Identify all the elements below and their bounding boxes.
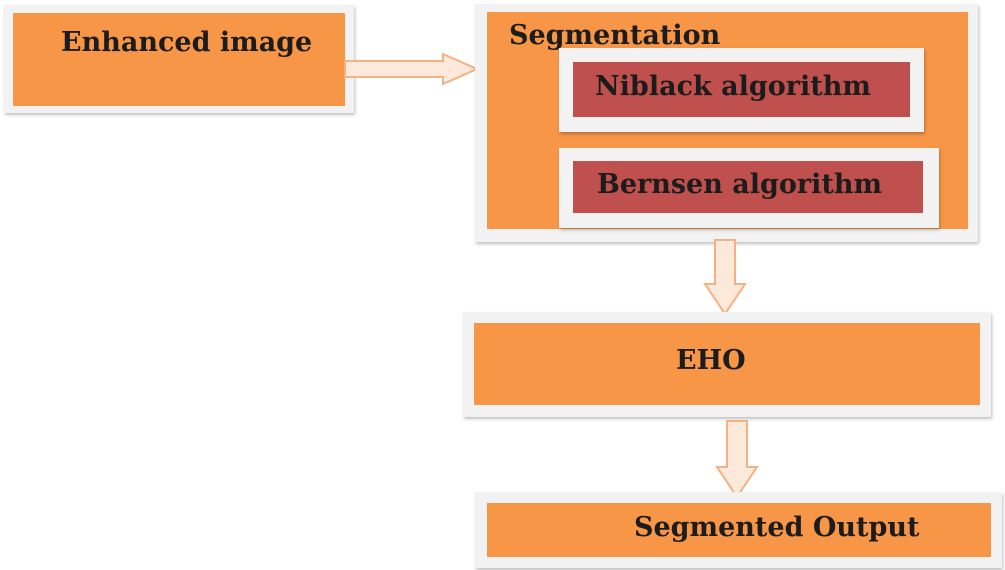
eho-box: EHO [474,323,980,405]
eho-label: EHO [676,345,746,376]
enhanced-image-node: Enhanced image [4,5,354,113]
bernsen-box: Bernsen algorithm [573,161,923,213]
bernsen-frame: Bernsen algorithm [559,148,939,228]
bernsen-label: Bernsen algorithm [597,169,883,200]
enhanced-image-label: Enhanced image [61,27,313,58]
segmented-output-label: Segmented Output [634,512,920,543]
segmentation-label: Segmentation [509,20,721,51]
arrow-right-icon [344,52,480,86]
segmented-output-box: Segmented Output [487,503,991,557]
niblack-box: Niblack algorithm [573,62,910,117]
arrow-down-icon [715,420,759,499]
enhanced-image-box: Enhanced image [13,13,345,106]
arrow-down-icon [703,239,747,316]
niblack-frame: Niblack algorithm [559,48,924,132]
eho-node: EHO [463,312,991,417]
segmented-output-node: Segmented Output [475,492,1002,568]
segmentation-node: Segmentation Niblack algorithm Bernsen a… [475,4,978,242]
niblack-label: Niblack algorithm [595,71,871,102]
